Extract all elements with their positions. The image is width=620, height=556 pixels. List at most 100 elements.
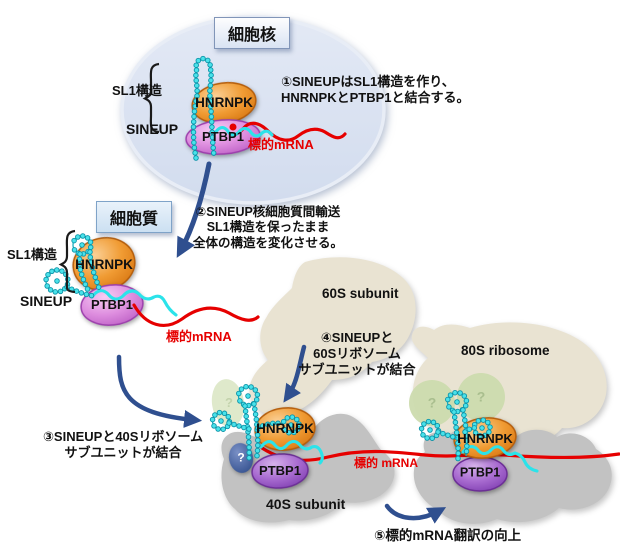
target-mrna-label-nucleus: 標的mRNA bbox=[248, 137, 314, 152]
rna-bead bbox=[246, 449, 252, 456]
subunit-60s-shape bbox=[249, 257, 416, 416]
rna-beads bbox=[226, 420, 252, 432]
rna-bead bbox=[242, 403, 248, 409]
target-mrna-strand-cytoplasm bbox=[132, 303, 260, 327]
rna-bead bbox=[193, 72, 199, 79]
step3-line2: サブユニットが結合 bbox=[64, 444, 182, 460]
step2-text: ②SINEUP核細胞質間輸送 SL1構造を保ったまま 全体の構造を変化させる。 bbox=[193, 205, 343, 251]
rna-bead bbox=[207, 93, 213, 99]
rna-bead bbox=[207, 98, 214, 104]
rna-bead bbox=[237, 398, 243, 404]
rna-bead bbox=[220, 426, 226, 432]
rna-bead bbox=[245, 434, 252, 440]
rna-bead bbox=[193, 98, 199, 104]
rna-bead bbox=[191, 108, 198, 115]
rna-bead bbox=[216, 409, 223, 416]
step1-line1: ①SINEUPはSL1構造を作り、 bbox=[281, 74, 455, 89]
five-prime-dot bbox=[229, 123, 237, 131]
rna-bead bbox=[424, 435, 430, 441]
rna-bead bbox=[270, 420, 276, 427]
rna-bead bbox=[76, 256, 83, 262]
ptbp1-label-80s: PTBP1 bbox=[459, 465, 501, 480]
rna-bead bbox=[253, 396, 260, 403]
step4-line3: サブユニットが結合 bbox=[298, 361, 416, 377]
rna-bead bbox=[479, 425, 485, 431]
rna-bead bbox=[190, 134, 197, 141]
rna-bead bbox=[191, 144, 198, 151]
rna-bead bbox=[457, 390, 463, 396]
rna-bead bbox=[75, 234, 81, 240]
rna-bead bbox=[254, 447, 261, 454]
rna-bead bbox=[57, 288, 64, 295]
rna-bead bbox=[241, 424, 247, 431]
rna-bead bbox=[452, 389, 458, 396]
rna-bead bbox=[462, 402, 469, 409]
rna-bead bbox=[254, 452, 260, 459]
rna-bead bbox=[482, 432, 488, 439]
rna-bead bbox=[462, 417, 468, 423]
arrow-step4-60s-binding bbox=[283, 344, 307, 403]
sineup-rna-cytoplasm bbox=[43, 233, 102, 299]
rna-bead bbox=[71, 247, 78, 253]
rna-bead bbox=[218, 418, 224, 424]
rna-bead bbox=[49, 268, 55, 275]
rna-bead bbox=[463, 397, 470, 404]
rna-bead bbox=[88, 292, 95, 299]
rna-bead bbox=[487, 424, 493, 430]
unknown-factor-label-80s-1: ? bbox=[427, 394, 437, 411]
hnrnpk-label-40s: HNRNPK bbox=[256, 420, 314, 436]
rna-bead bbox=[195, 57, 202, 64]
rna-bead bbox=[190, 119, 197, 125]
step5-text: ⑤標的mRNA翻訳の向上 bbox=[374, 528, 522, 543]
rna-bead bbox=[77, 266, 84, 273]
rna-bead bbox=[190, 124, 197, 130]
nucleus-label-box: 細胞核 bbox=[214, 17, 291, 49]
sineup-label-cytoplasm: SINEUP bbox=[20, 293, 73, 309]
rna-bead bbox=[79, 242, 85, 248]
target-mrna-label-cytoplasm: 標的mRNA bbox=[166, 329, 232, 344]
rna-bead bbox=[453, 429, 460, 436]
rna-bead bbox=[255, 425, 261, 431]
rna-bead bbox=[221, 410, 228, 417]
rna-bead bbox=[208, 77, 214, 84]
rna-bead bbox=[455, 455, 461, 462]
unknown-green-factor-80s-1 bbox=[409, 380, 455, 426]
rna-bead bbox=[464, 443, 470, 449]
rna-bead bbox=[88, 259, 94, 266]
rna-bead bbox=[59, 268, 65, 274]
subunit-60s-label: 60S subunit bbox=[322, 286, 399, 301]
rna-bead bbox=[209, 416, 216, 423]
rna-bead bbox=[471, 425, 478, 431]
sineup-label-nucleus: SINEUP bbox=[126, 121, 179, 137]
rna-bead bbox=[455, 440, 461, 446]
ribosome-80s-label: 80S ribosome bbox=[461, 343, 550, 358]
rna-bead bbox=[421, 421, 427, 427]
rna-bead bbox=[87, 239, 94, 245]
rna-bead bbox=[294, 416, 300, 423]
rna-bead bbox=[194, 88, 200, 94]
step2-line1: ②SINEUP核細胞質間輸送 bbox=[195, 205, 341, 219]
rna-bead bbox=[208, 119, 215, 125]
nucleus-label: 細胞核 bbox=[228, 27, 277, 44]
rna-bead bbox=[418, 425, 425, 432]
rna-bead bbox=[281, 427, 288, 433]
rna-bead bbox=[435, 429, 441, 435]
rna-bead bbox=[451, 414, 458, 420]
unknown-factor-label-80s-2: ? bbox=[476, 388, 486, 405]
rna-bead bbox=[445, 432, 451, 438]
rna-beads bbox=[76, 251, 91, 292]
rna-bead bbox=[466, 426, 473, 432]
rna-bead bbox=[460, 407, 466, 413]
cytoplasm-label-box: 細胞質 bbox=[96, 201, 173, 233]
rna-bead bbox=[194, 82, 200, 89]
rna-bead bbox=[84, 235, 91, 241]
rna-bead bbox=[477, 432, 483, 439]
rna-bead bbox=[447, 392, 454, 398]
rna-bead bbox=[245, 393, 251, 399]
rna-bead bbox=[94, 279, 100, 285]
cytoplasm-complex bbox=[43, 233, 260, 327]
rna-bead bbox=[80, 233, 86, 239]
rna-bead bbox=[92, 274, 99, 281]
rna-bead bbox=[464, 438, 470, 444]
rna-bead bbox=[52, 289, 59, 295]
